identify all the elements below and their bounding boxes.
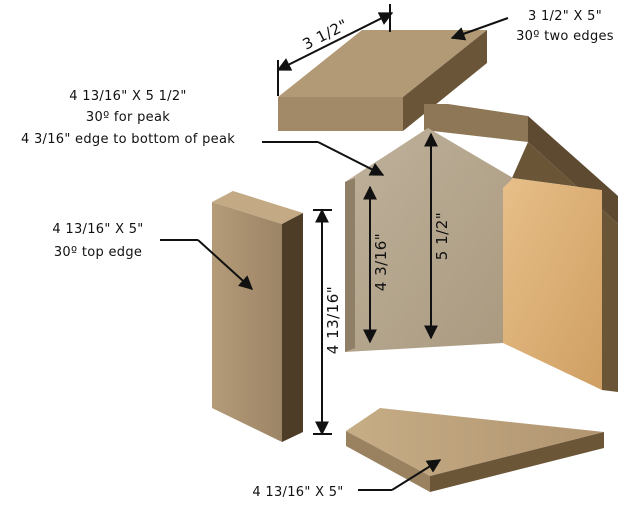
annotation-text: 3 1/2" 3 1/2" X 5" 30º two edges 4 13/16… <box>21 9 614 500</box>
roof-spec-line2: 30º two edges <box>516 29 614 44</box>
roof-spec-leader <box>450 17 509 41</box>
inner-side-panel <box>503 178 602 390</box>
front-panel-edge <box>345 178 355 352</box>
roof-spec-line1: 3 1/2" X 5" <box>528 9 602 24</box>
floor-top-face <box>346 408 604 476</box>
side-leader-diag <box>197 239 254 290</box>
side-dim-label: 4 13/16" <box>324 286 342 354</box>
front-spec-line2: 30º for peak <box>86 110 170 125</box>
front-spec-line1: 4 13/16" X 5 1/2" <box>69 89 186 104</box>
bottom-spec-label: 4 13/16" X 5" <box>252 485 343 500</box>
front-leader-diag <box>317 141 385 176</box>
floor-piece <box>346 408 604 492</box>
side-edge-face <box>282 213 303 442</box>
side-top-face <box>212 191 303 224</box>
roof-front-face <box>278 97 403 131</box>
front-spec-line3: 4 3/16" edge to bottom of peak <box>21 132 235 147</box>
side-front-face <box>212 202 282 442</box>
bottom-leader-diag <box>391 459 442 491</box>
annotation-lines <box>160 4 509 491</box>
front-short-dim-label: 4 3/16" <box>372 233 390 291</box>
back-wall-dark <box>512 142 618 392</box>
roof-dim-line <box>276 12 394 71</box>
side-spec-line1: 4 13/16" X 5" <box>52 222 143 237</box>
floor-front-face <box>346 431 430 492</box>
side-piece <box>212 191 303 442</box>
body-roof-right-top <box>424 104 528 142</box>
front-tall-dim-label: 5 1/2" <box>433 212 451 260</box>
floor-side-face <box>430 432 604 492</box>
side-spec-line2: 30º top edge <box>54 245 142 260</box>
